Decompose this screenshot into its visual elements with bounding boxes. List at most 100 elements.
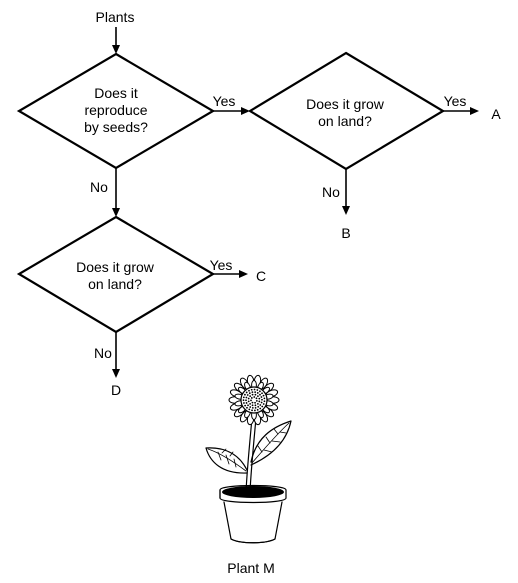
sunflower-seed-dot — [258, 400, 261, 403]
sunflower-center — [240, 386, 268, 414]
sunflower-seed-dot — [256, 403, 259, 405]
land-top-yes-label: Yes — [444, 93, 467, 109]
sunflower-seed-dot — [254, 404, 257, 407]
sunflower-seed-dot — [247, 400, 250, 403]
sunflower-seed-dot — [245, 399, 247, 402]
sunflower-seed-dot — [262, 403, 265, 405]
sunflower-seed-dot — [259, 390, 261, 393]
outcome-c: C — [256, 268, 266, 284]
sunflower-seed-dot — [247, 404, 249, 407]
sunflower-seed-dot — [243, 402, 245, 404]
sunflower-seed-dot — [253, 388, 256, 391]
sunflower-seed-dot — [242, 399, 245, 402]
sunflower-seed-dot — [256, 392, 259, 394]
pot-base — [230, 538, 276, 544]
sunflower-seed-dot — [250, 388, 253, 391]
sunflower-seed-dot — [249, 402, 252, 405]
decision-seeds-line-1: Does it — [94, 85, 138, 101]
decision-land-top-line-1: Does it grow — [306, 96, 385, 112]
sunflower-seed-dot — [256, 389, 259, 391]
land-top-no-arrowhead — [342, 206, 350, 215]
sunflower-seed-dot — [247, 397, 250, 400]
sunflower-seedhead — [242, 388, 266, 412]
sunflower-seed-dot — [250, 397, 253, 399]
plant-left-leaf — [205, 447, 248, 474]
sunflower-seed-dot — [257, 405, 260, 408]
land-top-no-label: No — [322, 184, 340, 200]
sunflower-seed-dot — [254, 401, 256, 404]
sunflower-seed-dot — [263, 397, 266, 400]
pot-rim — [219, 484, 287, 504]
sunflower-seed-dot — [254, 406, 257, 409]
outcome-d: D — [111, 382, 121, 398]
sunflower-seed-dot — [248, 389, 250, 392]
decision-land-bottom-line-2: on land? — [88, 276, 142, 292]
land-bottom-no-label: No — [94, 345, 112, 361]
sunflower-seed-dot — [260, 401, 263, 404]
seeds-no-label: No — [90, 179, 108, 195]
seeds-yes-arrowhead — [241, 107, 250, 115]
sunflower-seed-dot — [259, 404, 262, 406]
start-arrowhead — [112, 45, 120, 54]
sunflower-seed-dot — [254, 393, 257, 396]
land-bottom-yes-arrowhead — [239, 270, 248, 278]
sunflower-seed-dot — [261, 398, 263, 401]
plant-left-leaf-veins — [217, 448, 237, 468]
sunflower-seed-dot — [250, 399, 252, 402]
potted-sunflower-icon — [205, 374, 292, 544]
plant-right-leaf — [250, 420, 292, 466]
decision-seeds-line-2: reproduce — [84, 102, 147, 118]
sunflower-seed-dot — [248, 392, 251, 395]
sunflower-seed-dot — [255, 397, 258, 400]
start-label: Plants — [96, 9, 135, 25]
sunflower-seed-dot — [251, 404, 254, 407]
seeds-no-arrowhead — [112, 208, 120, 217]
sunflower-seed-dot — [245, 402, 248, 404]
sunflower-seed-dot — [244, 393, 246, 396]
land-bottom-yes-label: Yes — [210, 257, 233, 273]
plant-right-leaf-veins — [257, 428, 287, 453]
decision-land-bottom: Does it grow on land? — [16, 215, 216, 334]
sunflower-seed-dot — [251, 391, 254, 394]
sunflower-seed-dot — [251, 393, 254, 396]
sunflower-seed-dot — [255, 400, 258, 402]
sunflower-seed-dot — [245, 391, 248, 394]
sunflower-seed-dot — [246, 406, 248, 409]
land-bottom-no-arrowhead — [112, 369, 120, 378]
outcome-b: B — [341, 225, 350, 241]
sunflower-seed-dot — [246, 394, 249, 396]
sunflower-seed-dot — [251, 407, 254, 409]
pot-soil — [222, 486, 284, 498]
sunflower-seed-dot — [251, 409, 253, 412]
sunflower-seed-dot — [249, 406, 252, 408]
outcome-a: A — [491, 106, 501, 122]
seeds-yes-label: Yes — [213, 93, 236, 109]
plant-right-leaf-vein — [251, 422, 290, 464]
decision-land-top-line-2: on land? — [318, 113, 372, 129]
sunflower-seed-dot — [254, 391, 257, 393]
decision-land-bottom-line-1: Does it grow — [76, 259, 155, 275]
sunflower-seed-dot — [245, 396, 248, 399]
sunflower-seed-dot — [253, 396, 256, 398]
plant-caption: Plant M — [227, 560, 274, 576]
decision-land-top: Does it grow on land? — [247, 51, 446, 171]
pot-body — [223, 501, 283, 544]
sunflower-seed-dot — [263, 400, 266, 403]
decision-seeds: Does it reproduce by seeds? — [16, 52, 216, 170]
sunflower-seed-dot — [248, 408, 251, 411]
sunflower-seed-dot — [256, 408, 259, 411]
sunflower-seed-dot — [244, 404, 247, 407]
sunflower-seed-dot — [259, 407, 262, 410]
sunflower-seed-dot — [261, 392, 263, 395]
sunflower-seed-dot — [259, 393, 261, 396]
sunflower-seed-dot — [261, 405, 264, 408]
sunflower-seed-dot — [249, 395, 252, 397]
sunflower-seed-dot — [251, 401, 254, 404]
sunflower-seed-dot — [262, 394, 265, 397]
land-top-yes-arrowhead — [470, 107, 479, 115]
sunflower-seed-dot — [242, 396, 245, 399]
sunflower-seed-dot — [254, 409, 256, 412]
sunflower-seed-dot — [258, 397, 261, 400]
